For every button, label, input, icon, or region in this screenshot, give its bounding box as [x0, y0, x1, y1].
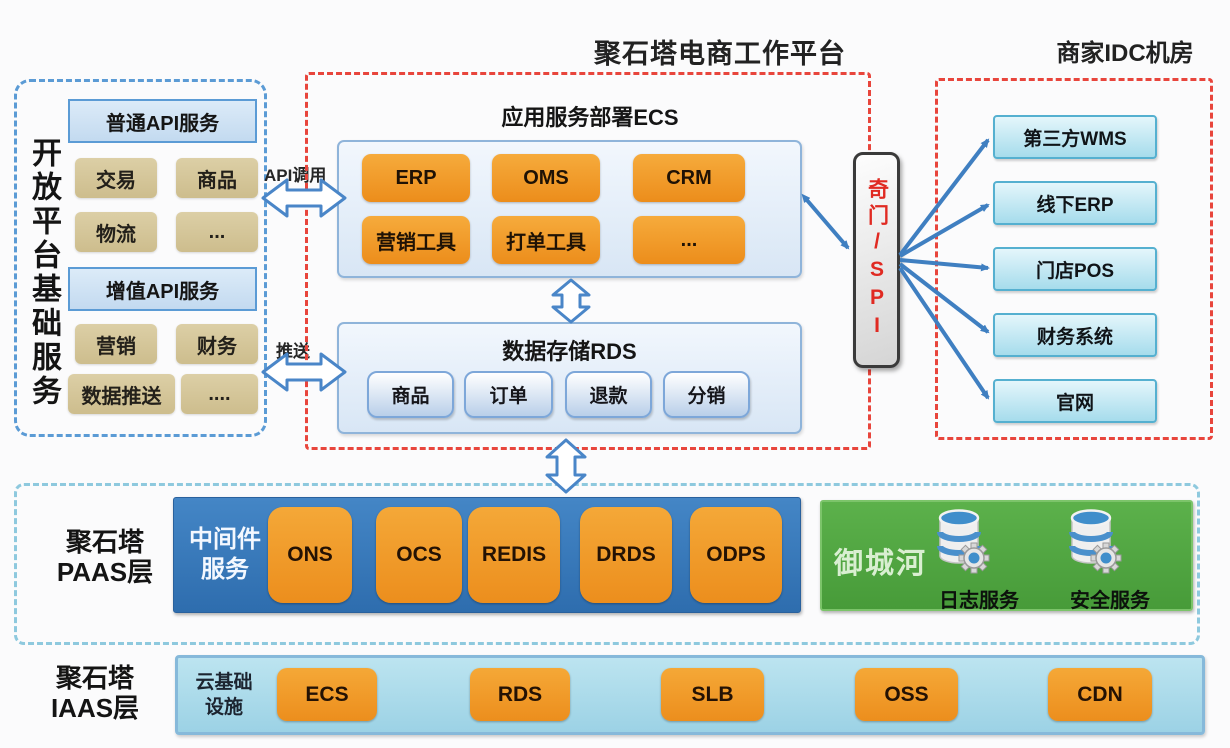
- rds-goods: 商品: [367, 371, 454, 418]
- iaas-label-line1: 聚石塔: [55, 663, 134, 693]
- security-service-icon: [1062, 506, 1124, 578]
- qimen-spi-label: 奇门/SPI: [865, 178, 889, 342]
- value-api-header: 增值API服务: [68, 267, 257, 311]
- diagram-title: 聚石塔电商工作平台: [594, 39, 846, 69]
- paas-redis: REDIS: [468, 507, 560, 603]
- api-item-more2: ....: [181, 374, 258, 414]
- app-more: ...: [633, 216, 745, 264]
- rds-section-title: 数据存储RDS: [502, 339, 637, 364]
- api-item-finance: 财务: [176, 324, 258, 364]
- open-platform-side-label: 开放平台基础服务: [27, 136, 60, 409]
- iaas-ecs: ECS: [277, 668, 377, 721]
- app-erp: ERP: [362, 154, 470, 202]
- iaas-rds: RDS: [470, 668, 570, 721]
- idc-offline-erp: 线下ERP: [993, 181, 1157, 225]
- idc-official-site: 官网: [993, 379, 1157, 423]
- app-oms: OMS: [492, 154, 600, 202]
- paas-ons: ONS: [268, 507, 352, 603]
- rds-orders: 订单: [464, 371, 553, 418]
- common-api-header: 普通API服务: [68, 99, 257, 143]
- iaas-oss: OSS: [855, 668, 958, 721]
- iaas-cdn: CDN: [1048, 668, 1152, 721]
- yuchenghe-container: [820, 500, 1193, 611]
- idc-wms: 第三方WMS: [993, 115, 1157, 159]
- yuchenghe-label: 御城河: [834, 548, 928, 580]
- api-item-trade: 交易: [75, 158, 157, 198]
- api-item-datapush: 数据推送: [68, 374, 175, 414]
- api-item-goods: 商品: [176, 158, 258, 198]
- rds-refunds: 退款: [565, 371, 652, 418]
- open-platform-panel: [14, 79, 267, 437]
- app-print-tool: 打单工具: [492, 216, 600, 264]
- idc-store-pos: 门店POS: [993, 247, 1157, 291]
- qimen-spi-gateway: 奇门/SPI: [853, 152, 900, 368]
- paas-label-line1: 聚石塔: [65, 527, 144, 557]
- security-service-label: 安全服务: [1070, 590, 1150, 612]
- api-item-marketing: 营销: [75, 324, 157, 364]
- log-service-icon: [930, 506, 992, 578]
- cloud-infra-label: 云基础设施: [195, 672, 253, 718]
- paas-ocs: OCS: [376, 507, 462, 603]
- api-item-more: ...: [176, 212, 258, 252]
- middleware-label: 中间件服务: [189, 526, 261, 583]
- paas-label-line2: PAAS层: [56, 557, 154, 587]
- iaas-slb: SLB: [661, 668, 764, 721]
- ecs-section-title: 应用服务部署ECS: [501, 105, 679, 130]
- idc-title: 商家IDC机房: [1056, 40, 1194, 67]
- iaas-label-line2: IAAS层: [50, 693, 140, 723]
- idc-finance-system: 财务系统: [993, 313, 1157, 357]
- api-item-logistics: 物流: [75, 212, 157, 252]
- iaas-layer-label: 聚石塔 IAAS层: [25, 663, 165, 723]
- app-crm: CRM: [633, 154, 745, 202]
- rds-distribution: 分销: [663, 371, 750, 418]
- paas-layer-panel: [14, 483, 1200, 645]
- paas-layer-label: 聚石塔 PAAS层: [35, 527, 175, 587]
- paas-odps: ODPS: [690, 507, 782, 603]
- paas-drds: DRDS: [580, 507, 672, 603]
- app-marketing-tool: 营销工具: [362, 216, 470, 264]
- log-service-label: 日志服务: [939, 590, 1019, 612]
